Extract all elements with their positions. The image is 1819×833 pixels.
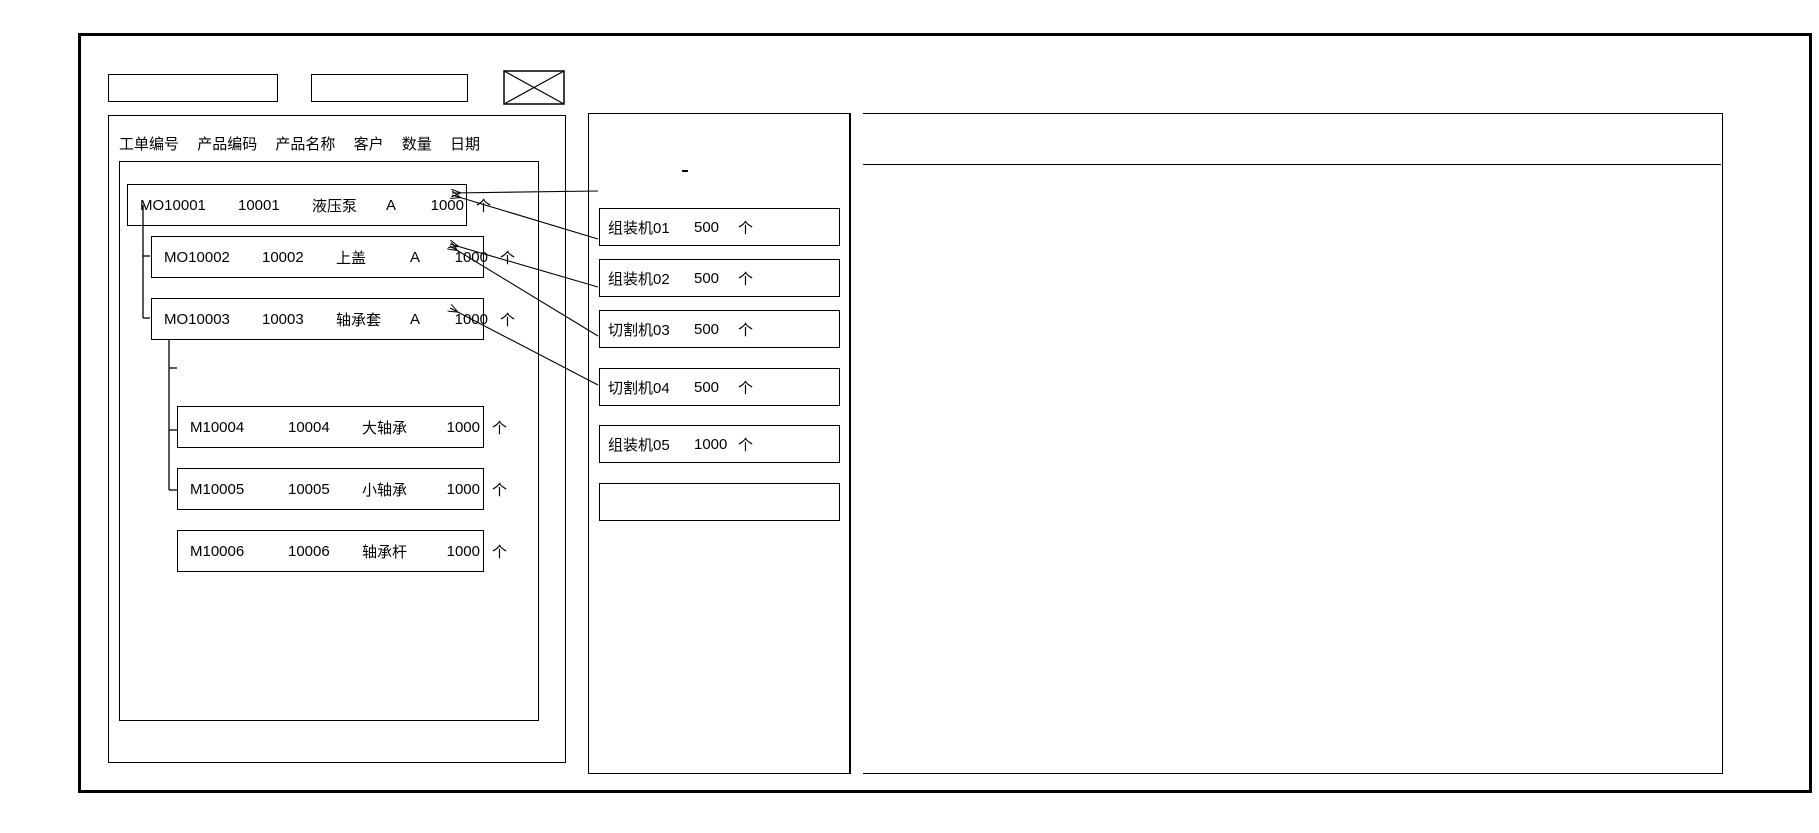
toolbar-field-1[interactable] bbox=[108, 74, 278, 102]
table-row[interactable]: M10005 10005 小轴承 1000 个 bbox=[177, 468, 507, 510]
machine-box[interactable]: 组装机01 500 个 bbox=[599, 208, 840, 246]
row-quantity: 1000 bbox=[446, 480, 480, 498]
machine-box[interactable]: 切割机03 500 个 bbox=[599, 310, 840, 348]
table-row[interactable]: M10006 10006 轴承杆 1000 个 bbox=[177, 530, 507, 572]
image-placeholder-icon[interactable] bbox=[503, 70, 565, 105]
column-header-product-code: 产品编码 bbox=[197, 136, 258, 153]
row-work-order: M10005 bbox=[190, 480, 245, 498]
row-unit: 个 bbox=[492, 419, 508, 437]
column-header-work-order: 工单编号 bbox=[119, 136, 180, 153]
row-unit: 个 bbox=[492, 543, 508, 561]
machine-box[interactable]: 切割机04 500 个 bbox=[599, 368, 840, 406]
row-product-name: 上盖 bbox=[336, 249, 367, 267]
machine-name: 组装机02 bbox=[608, 270, 670, 288]
table-row[interactable]: MO10002 10002 上盖 A 1000 个 bbox=[151, 236, 515, 278]
table-row[interactable]: MO10003 10003 轴承套 A 1000 个 bbox=[151, 298, 515, 340]
row-quantity: 1000 bbox=[430, 196, 464, 214]
table-row[interactable]: MO10001 10001 液压泵 A 1000 个 bbox=[127, 184, 491, 226]
machine-name: 组装机01 bbox=[608, 219, 670, 237]
row-work-order: MO10001 bbox=[140, 196, 206, 214]
row-quantity: 1000 bbox=[446, 542, 480, 560]
machine-unit: 个 bbox=[738, 436, 754, 454]
column-header-quantity: 数量 bbox=[401, 136, 432, 153]
column-headers: 工单编号 产品编码 产品名称 客户 数量 日期 bbox=[119, 133, 480, 154]
detail-panel-body bbox=[863, 113, 1723, 774]
machine-quantity: 500 bbox=[694, 320, 720, 338]
row-unit: 个 bbox=[476, 197, 492, 215]
row-product-name: 液压泵 bbox=[312, 197, 358, 215]
row-product-code: 10005 bbox=[288, 480, 330, 498]
row-product-name: 大轴承 bbox=[362, 419, 408, 437]
machine-quantity: 500 bbox=[694, 269, 720, 287]
machine-box[interactable]: 组装机05 1000 个 bbox=[599, 425, 840, 463]
row-product-code: 10002 bbox=[262, 248, 304, 266]
row-work-order: M10004 bbox=[190, 418, 245, 436]
machine-name: 切割机04 bbox=[608, 379, 670, 397]
machine-quantity: 500 bbox=[694, 218, 720, 236]
machine-unit: 个 bbox=[738, 379, 754, 397]
detail-panel bbox=[850, 113, 1728, 774]
detail-panel-header-rule bbox=[863, 164, 1721, 165]
column-header-product-name: 产品名称 bbox=[275, 136, 336, 153]
row-quantity: 1000 bbox=[454, 248, 488, 266]
row-product-name: 轴承套 bbox=[336, 311, 382, 329]
machine-unit: 个 bbox=[738, 219, 754, 237]
table-row[interactable]: M10004 10004 大轴承 1000 个 bbox=[177, 406, 507, 448]
machine-unit: 个 bbox=[738, 270, 754, 288]
row-work-order: M10006 bbox=[190, 542, 245, 560]
machine-box-empty[interactable] bbox=[599, 483, 840, 521]
machine-quantity: 1000 bbox=[694, 435, 728, 453]
toolbar-field-2[interactable] bbox=[311, 74, 468, 102]
row-product-code: 10001 bbox=[238, 196, 280, 214]
machine-box[interactable]: 组装机02 500 个 bbox=[599, 259, 840, 297]
machine-name: 组装机05 bbox=[608, 436, 670, 454]
row-product-name: 轴承杆 bbox=[362, 543, 408, 561]
work-order-panel: 工单编号 产品编码 产品名称 客户 数量 日期 MO10001 10001 液压… bbox=[108, 115, 566, 763]
row-product-code: 10006 bbox=[288, 542, 330, 560]
machine-quantity: 500 bbox=[694, 378, 720, 396]
machine-panel: 组装机01 500 个 组装机02 500 个 切割机03 500 个 切割机0… bbox=[588, 113, 850, 774]
row-product-code: 10003 bbox=[262, 310, 304, 328]
row-quantity: 1000 bbox=[454, 310, 488, 328]
row-customer: A bbox=[410, 310, 421, 328]
column-header-customer: 客户 bbox=[353, 136, 384, 153]
row-product-name: 小轴承 bbox=[362, 481, 408, 499]
row-work-order: MO10002 bbox=[164, 248, 230, 266]
row-unit: 个 bbox=[500, 311, 516, 329]
row-product-code: 10004 bbox=[288, 418, 330, 436]
row-quantity: 1000 bbox=[446, 418, 480, 436]
column-header-date: 日期 bbox=[449, 136, 480, 153]
row-work-order: MO10003 bbox=[164, 310, 230, 328]
row-unit: 个 bbox=[492, 481, 508, 499]
row-customer: A bbox=[386, 196, 397, 214]
machine-unit: 个 bbox=[738, 321, 754, 339]
machine-name: 切割机03 bbox=[608, 321, 670, 339]
row-customer: A bbox=[410, 248, 421, 266]
panel-marker-dot bbox=[682, 170, 688, 172]
row-unit: 个 bbox=[500, 249, 516, 267]
